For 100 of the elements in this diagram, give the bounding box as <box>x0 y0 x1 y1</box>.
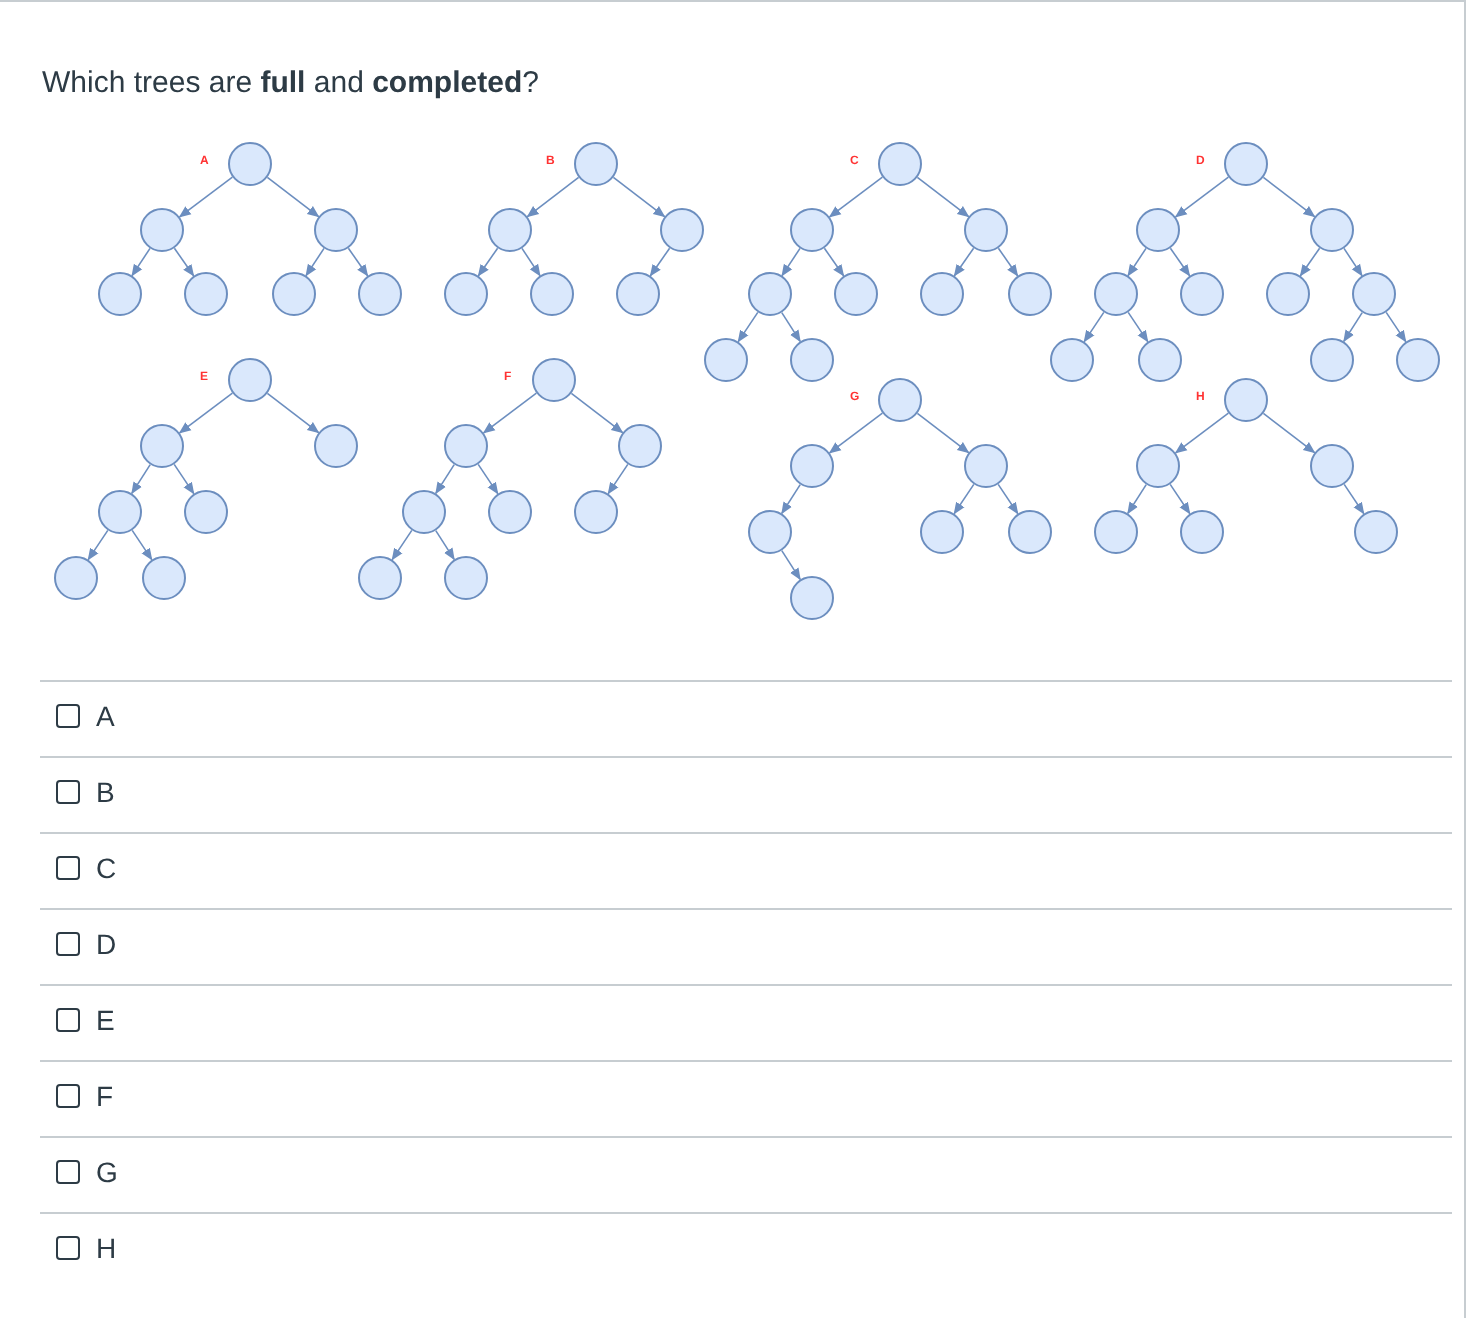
question-text: Which trees are full and completed? <box>42 66 539 100</box>
arrow <box>1385 311 1407 343</box>
arrow <box>477 463 499 495</box>
tree-node-circle <box>488 208 532 252</box>
arrow <box>178 392 234 434</box>
tree-node-circle <box>1352 272 1396 316</box>
tree-node-circle <box>790 338 834 382</box>
arrow <box>1127 483 1147 515</box>
arrow <box>570 392 624 434</box>
tree-node-circle <box>1094 510 1138 554</box>
arrow <box>1174 412 1230 454</box>
arrow <box>1127 311 1149 343</box>
tree-node-circle <box>184 272 228 316</box>
arrow <box>477 247 499 277</box>
tree-node-circle <box>402 490 446 534</box>
tree-node-circle <box>878 142 922 186</box>
option-label: B <box>96 776 115 808</box>
arrow <box>1262 176 1316 218</box>
tree-node-circle <box>1180 510 1224 554</box>
tree-node-circle <box>54 556 98 600</box>
arrow <box>1169 483 1191 515</box>
arrow <box>916 176 970 218</box>
arrow <box>953 483 975 515</box>
tree-node-circle <box>314 424 358 468</box>
option-label: E <box>96 1004 115 1036</box>
arrow <box>131 247 151 277</box>
tree-node-circle <box>878 378 922 422</box>
tree-node-circle <box>574 142 618 186</box>
arrow <box>178 176 234 218</box>
arrow <box>131 463 151 495</box>
arrow <box>781 483 801 515</box>
arrow <box>1083 311 1105 343</box>
arrow <box>997 483 1019 515</box>
arrow <box>526 176 580 218</box>
arrow <box>1127 247 1147 277</box>
arrow <box>781 247 801 277</box>
tree-node-circle <box>184 490 228 534</box>
tree-node-circle <box>444 424 488 468</box>
tree-node-circle <box>228 358 272 402</box>
tree-node-circle <box>1224 142 1268 186</box>
tree-node-circle <box>1266 272 1310 316</box>
tree-node-circle <box>660 208 704 252</box>
tree-node-circle <box>314 208 358 252</box>
tree-node-circle <box>1310 208 1354 252</box>
arrow <box>266 392 320 434</box>
tree-node-circle <box>1136 208 1180 252</box>
tree-node-circle <box>1050 338 1094 382</box>
tree-node-circle <box>616 272 660 316</box>
tree-node-circle <box>140 424 184 468</box>
tree-node-circle <box>358 272 402 316</box>
option-label: A <box>96 700 115 732</box>
arrow <box>305 247 325 277</box>
arrow <box>131 529 153 561</box>
option-label: H <box>96 1232 117 1264</box>
tree-node-circle <box>704 338 748 382</box>
tree-node-circle <box>532 358 576 402</box>
tree-node-circle <box>964 444 1008 488</box>
arrow <box>649 247 671 277</box>
tree-node-circle <box>1396 338 1440 382</box>
tree-node-circle <box>98 272 142 316</box>
arrow <box>435 463 455 495</box>
tree-node-circle <box>98 490 142 534</box>
arrow <box>828 176 884 218</box>
arrow <box>781 311 801 343</box>
arrow <box>916 412 970 454</box>
tree-node-circle <box>488 490 532 534</box>
arrow <box>173 247 195 277</box>
tree-node-circle <box>790 444 834 488</box>
tree-node-circle <box>834 272 878 316</box>
tree-node-circle <box>790 208 834 252</box>
tree-node-circle <box>272 272 316 316</box>
arrow <box>1262 412 1316 454</box>
option-label: D <box>96 928 117 960</box>
arrow <box>266 176 320 218</box>
arrow <box>521 247 541 277</box>
tree-node-circle <box>748 272 792 316</box>
tree-node-circle <box>530 272 574 316</box>
tree-node-circle <box>1310 338 1354 382</box>
arrow <box>612 176 666 218</box>
tree-node-circle <box>1310 444 1354 488</box>
arrow <box>1299 247 1321 277</box>
tree-node-circle <box>1136 444 1180 488</box>
arrow <box>1343 483 1365 515</box>
arrow <box>607 463 629 495</box>
arrow <box>953 247 975 277</box>
arrow <box>173 463 195 495</box>
arrow <box>781 549 801 581</box>
arrow <box>1169 247 1191 277</box>
arrow <box>435 529 455 561</box>
tree-node-circle <box>1008 510 1052 554</box>
tree-node-circle <box>964 208 1008 252</box>
arrow <box>1343 311 1363 343</box>
tree-node-circle <box>1094 272 1138 316</box>
tree-node-circle <box>1138 338 1182 382</box>
arrow <box>482 392 538 434</box>
tree-node-circle <box>790 576 834 620</box>
tree-node-circle <box>1008 272 1052 316</box>
arrow <box>1174 176 1230 218</box>
tree-node-circle <box>748 510 792 554</box>
tree-node-circle <box>228 142 272 186</box>
